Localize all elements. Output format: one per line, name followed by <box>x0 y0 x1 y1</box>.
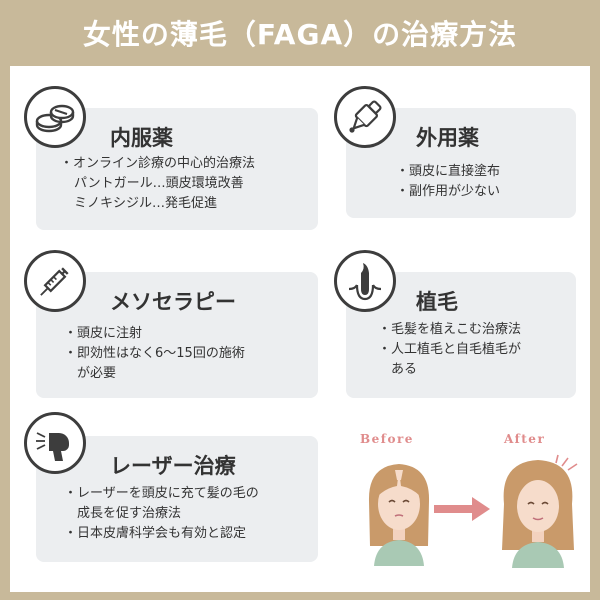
list-item: 即効性はなく6～15回の施術 <box>64 344 245 364</box>
card-title-oral: 内服薬 <box>110 126 173 150</box>
list-oral: オンライン診療の中心的治療法 パントガール…頭皮環境改善 ミノキシジル…発毛促進 <box>60 154 255 214</box>
card-title-meso: メソセラピー <box>110 290 236 314</box>
syringe-icon <box>24 250 86 312</box>
list-topical: 頭皮に直接塗布 副作用が少ない <box>396 162 500 202</box>
list-item: が必要 <box>77 366 117 381</box>
list-item: オンライン診療の中心的治療法 <box>60 154 255 174</box>
laser-device-icon <box>24 412 86 474</box>
list-item: 人工植毛と自毛植毛が <box>378 340 521 360</box>
hair-follicle-icon <box>334 250 396 312</box>
list-item: 日本皮膚科学会も有効と認定 <box>64 524 259 544</box>
list-item: 毛髪を植えこむ治療法 <box>378 320 521 340</box>
title-bar: 女性の薄毛（FAGA）の治療方法 <box>0 0 600 66</box>
dropper-bottle-icon <box>334 86 396 148</box>
after-woman-illustration <box>502 454 578 568</box>
list-item: ミノキシジル…発毛促進 <box>74 196 218 211</box>
pill-icon <box>24 86 86 148</box>
after-label: After <box>504 432 546 446</box>
list-item: 頭皮に直接塗布 <box>396 162 500 182</box>
list-item: パントガール…頭皮環境改善 <box>74 176 244 191</box>
list-item: レーザーを頭皮に充て髪の毛の <box>64 484 259 504</box>
card-title-transplant: 植毛 <box>416 290 458 314</box>
card-title-laser: レーザー治療 <box>110 454 236 478</box>
list-item: 頭皮に注射 <box>64 324 245 344</box>
before-label: Before <box>360 432 414 446</box>
card-title-topical: 外用薬 <box>416 126 479 150</box>
list-meso: 頭皮に注射 即効性はなく6～15回の施術 が必要 <box>64 324 245 384</box>
list-item: 副作用が少ない <box>396 182 500 202</box>
list-laser: レーザーを頭皮に充て髪の毛の 成長を促す治療法 日本皮膚科学会も有効と認定 <box>64 484 259 544</box>
before-woman-illustration <box>368 464 430 566</box>
list-transplant: 毛髪を植えこむ治療法 人工植毛と自毛植毛が ある <box>378 320 521 380</box>
list-item: ある <box>391 362 418 377</box>
list-item: 成長を促す治療法 <box>77 506 182 521</box>
content-panel: 内服薬 オンライン診療の中心的治療法 パントガール…頭皮環境改善 ミノキシジル…… <box>10 66 590 592</box>
arrow-right-icon <box>434 497 490 521</box>
page-title: 女性の薄毛（FAGA）の治療方法 <box>82 18 518 51</box>
